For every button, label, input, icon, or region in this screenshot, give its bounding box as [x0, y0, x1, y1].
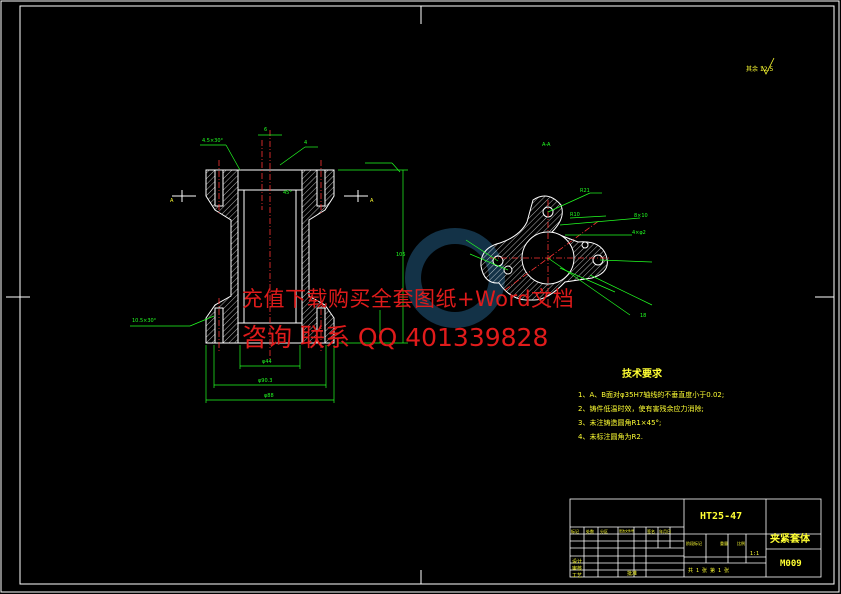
dim-bore: φ44	[262, 359, 272, 365]
section-label: A-A	[542, 142, 551, 148]
tech-req-title: 技术要求	[622, 369, 662, 380]
watermark-line-1: 充值下载购买全套图纸+Word文档	[242, 287, 575, 311]
tb-header-1: 处数	[586, 529, 594, 534]
watermark-logo	[405, 228, 505, 328]
tb-row-process: 工艺	[572, 573, 583, 579]
tb-stage-2: 比例	[737, 541, 745, 546]
watermark-line-2: 咨询 联系 QQ 401339828	[242, 323, 549, 352]
dim-4x2: 4×φ2	[632, 230, 646, 236]
tb-sheet: 共 1 张 第 1 张	[688, 568, 730, 574]
dim-hole-top: 6	[264, 127, 268, 133]
roughness-note: 其余 12.5	[746, 66, 774, 73]
dim-r10: R10	[570, 212, 580, 218]
tb-stage-1: 重量	[720, 541, 728, 546]
centering-marks	[6, 6, 834, 584]
dim-angle: 45°	[283, 190, 292, 196]
tb-row-design: 设计	[572, 559, 583, 565]
tb-material: HT25-47	[700, 511, 743, 522]
tb-scale: 1:1	[750, 551, 760, 557]
tech-req-item-1: 1、A、B面对φ35H7轴线的不垂直度小于0.02;	[578, 391, 725, 399]
section-hatch-left	[205, 169, 239, 344]
roughness-symbol	[761, 57, 775, 75]
tb-header-3: 更改文件号	[619, 529, 635, 533]
dim-18: 18	[640, 313, 647, 319]
title-block	[569, 498, 822, 578]
dim-height: 105	[396, 252, 406, 258]
section-view	[172, 130, 368, 360]
dim-chamfer-top: 4.5×30°	[202, 138, 224, 144]
section-mark-right: A	[370, 198, 374, 204]
tb-row-approve: 批准	[627, 571, 638, 577]
tech-req-item-3: 3、未注铸造圆角R1×45°;	[578, 419, 662, 427]
tb-header-5: 年月日	[659, 529, 671, 534]
tb-stage-0: 阶段标记	[686, 541, 702, 546]
top-view-dimensions	[465, 192, 653, 316]
dim-flange: φ90.3	[258, 378, 273, 384]
tb-drawing-no: M009	[780, 559, 802, 569]
tb-row-review: 审核	[572, 566, 583, 572]
dim-offset: 4	[304, 140, 308, 146]
dim-8x10: 8×10	[634, 213, 648, 219]
tech-req-item-4: 4、未标注圆角为R2.	[578, 433, 643, 441]
tb-header-4: 签名	[647, 529, 655, 534]
tb-header-2: 分区	[600, 529, 608, 534]
dim-overall: φ88	[264, 393, 274, 399]
dim-chamfer-bottom: 10.5×30°	[132, 318, 157, 324]
section-hatch-right	[301, 169, 335, 344]
tech-req-item-2: 2、铸件低温时效，使有害残余应力消除;	[578, 405, 704, 413]
tb-part-name: 夹紧套体	[770, 534, 810, 545]
section-dimensions	[130, 134, 408, 403]
dim-r21: R21	[580, 188, 590, 194]
section-mark-left: A	[170, 198, 174, 204]
inner-frame	[19, 5, 835, 585]
tb-header-0: 标记	[571, 529, 579, 534]
